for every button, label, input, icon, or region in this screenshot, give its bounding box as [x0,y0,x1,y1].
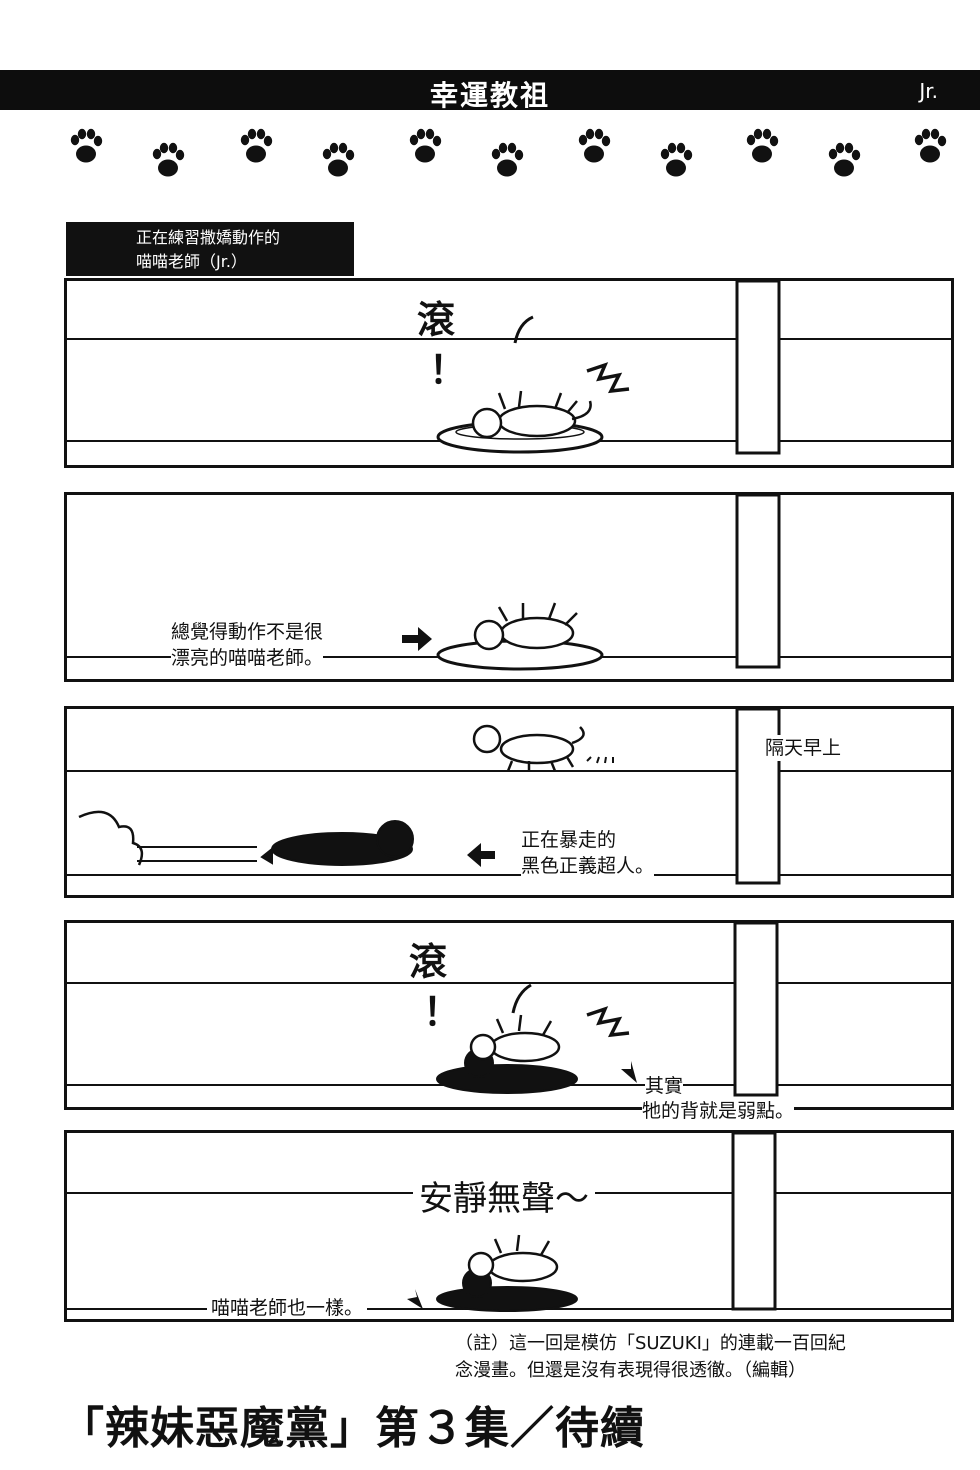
sfx-roll: 滾 [409,939,448,984]
paw-icon [152,142,185,177]
editor-note-line-2: 念漫畫。但還是沒有表現得很透徹。（編輯） [455,1360,806,1381]
paw-icon [491,142,524,177]
paw-prints-decoration [70,128,947,177]
paw-icon [914,128,947,163]
to-be-continued: 「辣妹惡魔黨」第３集／待續 [60,1403,645,1454]
paw-icon [660,142,693,177]
caption-line-1: 正在練習撒嬌動作的 [136,228,281,247]
editor-note: （註）這一回是模仿「SUZUKI」的連載一百回紀 念漫畫。但還是沒有表現得很透徹… [455,1330,955,1384]
arrow-up-left-icon [407,1289,423,1309]
panel-4-text-line-2: 牠的背就是弱點。 [642,1098,795,1124]
panel-4-text-line-1: 其實 [645,1073,684,1099]
sfx-exclamation: ！ [429,347,468,392]
panel-3-text-line-1: 正在暴走的 [521,827,617,853]
caption-line-2: 喵喵老師（Jr.） [136,252,247,271]
comic-panel-3: 隔天早上 正在暴走的 黑色正義超人。 [64,706,954,898]
paw-icon [746,128,779,163]
impact-lines-icon [586,362,630,394]
paw-icon [240,128,273,163]
paw-icon [578,128,611,163]
sfx-exclamation: ！ [423,989,462,1034]
fallen-hero-icon [436,1048,578,1094]
panel-3-text-line-2: 黑色正義超人。 [521,853,655,879]
paw-icon [409,128,442,163]
rolling-cat-icon [471,390,592,439]
panel-2-text-line-1: 總覺得動作不是很 [171,619,324,645]
panel-5-art [67,1133,951,1312]
arrow-left-icon [467,843,495,867]
paw-icon [322,142,355,177]
paw-icon [828,142,861,177]
impact-lines-icon [586,1006,630,1038]
panel-1-art [67,281,951,455]
walking-cat-icon [472,724,585,772]
sfx-silence: 安靜無聲～ [413,1171,595,1220]
arrow-right-icon [402,627,432,651]
cat-on-hero-icon [467,1234,559,1283]
comic-title: 幸運教祖 [429,79,550,112]
paw-icon [70,128,103,163]
comic-panel-5: 安靜無聲～ 喵喵老師也一樣。 [64,1130,954,1322]
title-bar: 幸運教祖 Jr. [0,70,980,112]
cat-on-hero-icon [469,1014,561,1063]
comic-panel-4: 滾 ！ 其實 [64,920,954,1110]
dust-cloud-icon [78,810,144,866]
cat-on-back-icon [473,602,578,651]
author-name: Jr. [919,79,938,103]
panel-2-art [67,495,951,671]
panel-3-time-label: 隔天早上 [761,735,846,761]
panel-3-art [67,709,951,885]
editor-note-line-1: （註）這一回是模仿「SUZUKI」的連載一百回紀 [455,1333,846,1354]
panel-4-art [67,923,951,1097]
comic-panel-1: 滾 ！ [64,278,954,468]
panel-5-text-line-1: 喵喵老師也一樣。 [207,1295,368,1319]
arrow-up-left-icon [621,1061,637,1083]
running-hero-icon [260,820,414,866]
caption-box: 正在練習撒嬌動作的 喵喵老師（Jr.） [66,222,354,276]
sfx-roll: 滾 [417,297,456,342]
comic-panel-2: 總覺得動作不是很 漂亮的喵喵老師。 [64,492,954,682]
panel-2-text-line-2: 漂亮的喵喵老師。 [171,645,324,671]
